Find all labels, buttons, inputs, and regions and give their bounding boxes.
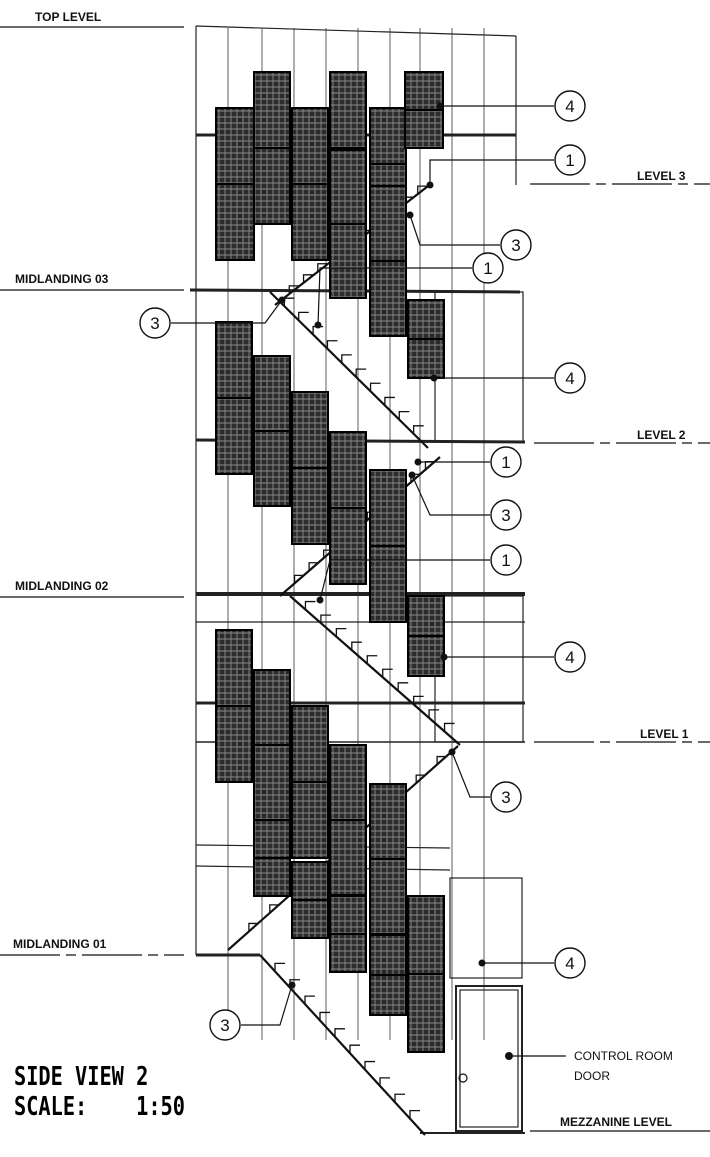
label-midlanding-03: MIDLANDING 03	[15, 272, 109, 286]
louvre-panels	[215, 71, 445, 1053]
callout-number: 3	[501, 506, 510, 525]
callout-c6: 4	[430, 362, 586, 394]
callout-c9: 1	[316, 544, 522, 604]
label-midlanding-02: MIDLANDING 02	[15, 579, 109, 593]
callout-number: 3	[220, 1016, 229, 1035]
door-note: CONTROL ROOM DOOR	[458, 1049, 673, 1083]
callout-number: 4	[565, 954, 574, 973]
callout-c4: 1	[314, 252, 504, 329]
level-labels: TOP LEVEL LEVEL 3 MIDLANDING 03 LEVEL 2 …	[13, 10, 689, 1129]
callout-c12: 4	[478, 947, 586, 979]
door-note-line2: DOOR	[574, 1069, 610, 1083]
label-level-3: LEVEL 3	[637, 169, 686, 183]
label-mezzanine-level: MEZZANINE LEVEL	[560, 1115, 672, 1129]
scale-label: SCALE:	[14, 1092, 88, 1122]
callout-c8: 3	[408, 471, 522, 531]
callout-number: 1	[501, 453, 510, 472]
level-markers	[0, 26, 710, 1132]
callout-number: 4	[565, 97, 574, 116]
callout-number: 3	[501, 788, 510, 807]
label-level-1: LEVEL 1	[640, 727, 689, 741]
callout-c1: 4	[436, 90, 586, 122]
callout-c10: 4	[440, 641, 586, 673]
callout-number: 1	[483, 259, 492, 278]
scale-line: SCALE: 1:50	[14, 1092, 185, 1122]
callout-number: 3	[150, 314, 159, 333]
label-midlanding-01: MIDLANDING 01	[13, 937, 107, 951]
callout-number: 3	[511, 236, 520, 255]
callout-number: 4	[565, 369, 574, 388]
callout-c7: 1	[414, 446, 522, 478]
callout-number: 4	[565, 648, 574, 667]
door-note-line1: CONTROL ROOM	[574, 1049, 673, 1063]
title-block: SIDE VIEW 2 SCALE: 1:50	[14, 1062, 185, 1122]
callout-c3: 3	[406, 211, 532, 261]
label-top-level: TOP LEVEL	[35, 10, 101, 24]
label-level-2: LEVEL 2	[637, 428, 686, 442]
callout-c2: 1	[426, 144, 586, 189]
scale-value: 1:50	[136, 1092, 185, 1122]
callout-number: 1	[565, 151, 574, 170]
callout-c11: 3	[448, 748, 522, 813]
callout-c5: 3	[139, 296, 286, 339]
callout-c13: 3	[209, 981, 296, 1041]
view-title: SIDE VIEW 2	[14, 1062, 149, 1092]
callout-number: 1	[501, 551, 510, 570]
